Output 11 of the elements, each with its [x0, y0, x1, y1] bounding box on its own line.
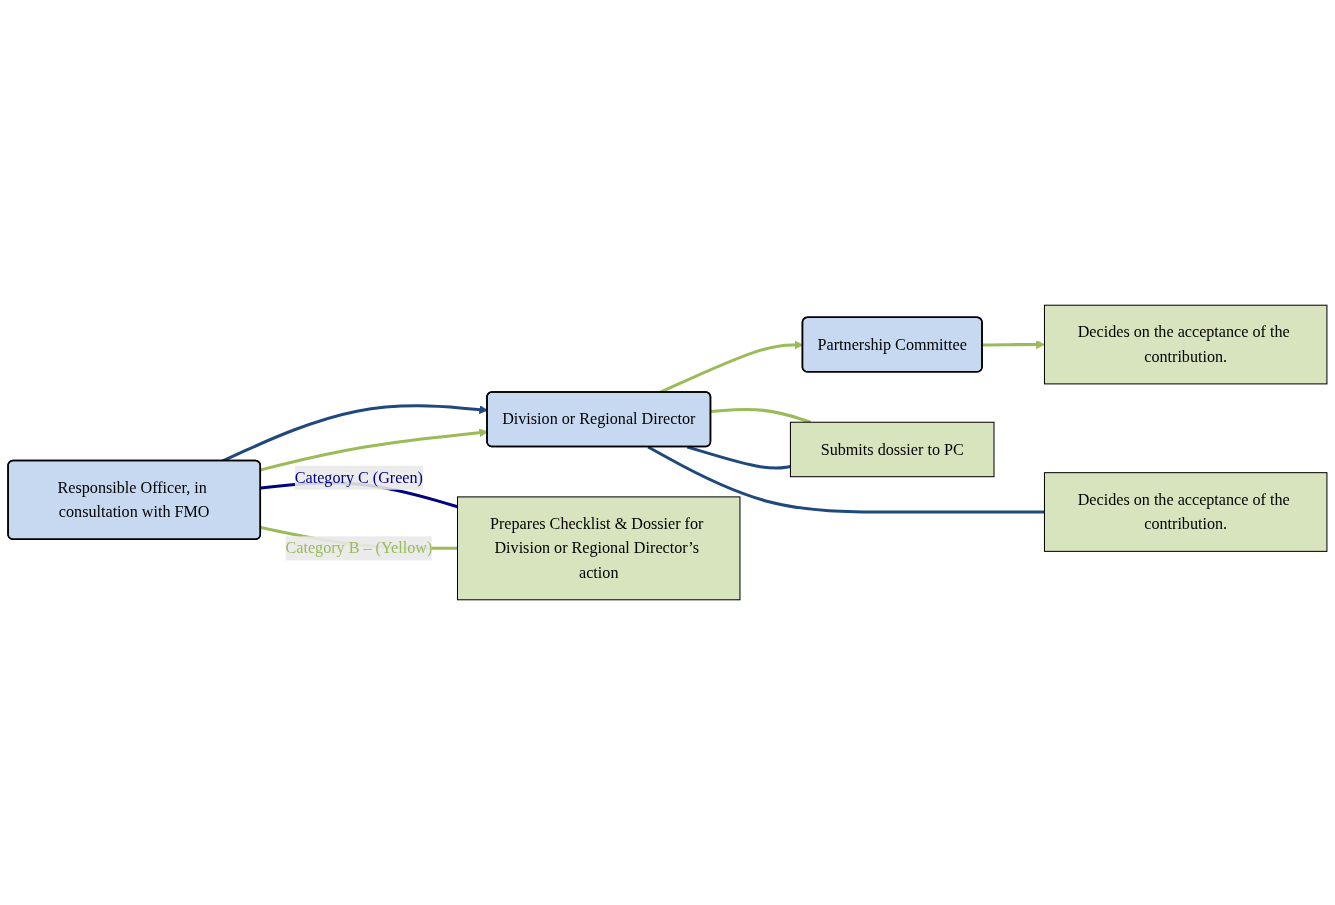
node-box: Decides on the acceptance of the contribution. — [1043, 472, 1328, 552]
arrow — [982, 340, 1045, 349]
edge-label: Category C (Green) — [294, 468, 423, 486]
arrow — [260, 428, 488, 472]
connector — [686, 445, 791, 470]
connector — [710, 408, 812, 424]
node-box: Prepares Checklist & Dossier for Division or Regional Director’s action — [457, 496, 741, 601]
edge-label: Category B – (Yellow) — [285, 539, 433, 557]
node-box: Decides on the acceptance of the contribution. — [1043, 304, 1328, 385]
connector — [647, 445, 1045, 514]
node-box: Submits dossier to PC — [789, 421, 995, 478]
